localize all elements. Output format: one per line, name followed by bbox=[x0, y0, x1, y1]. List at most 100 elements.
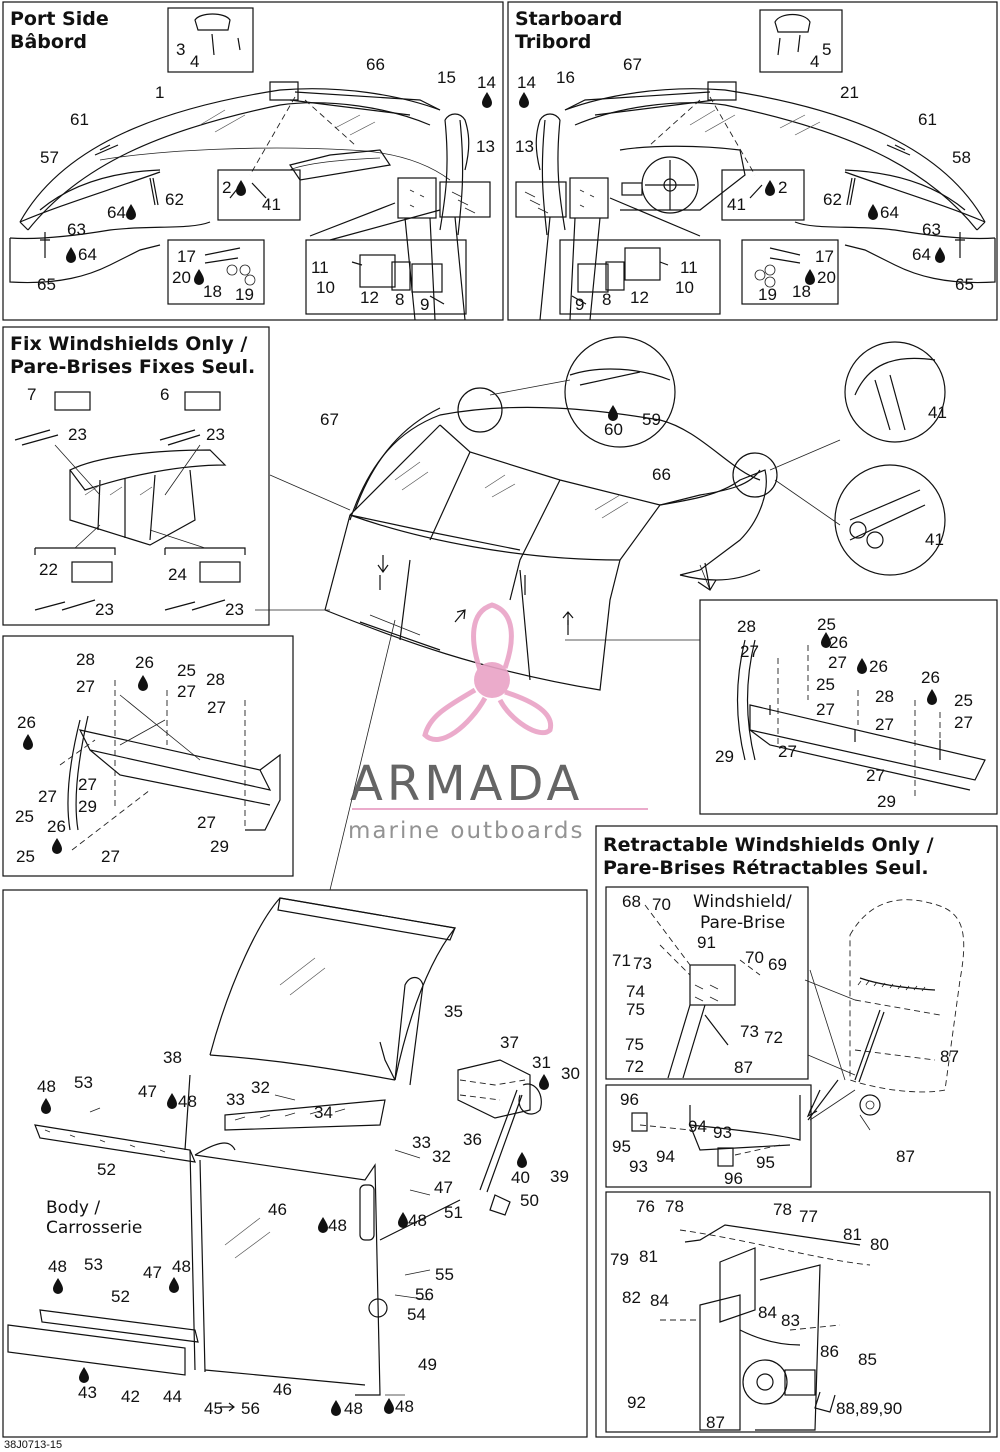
label: 62 bbox=[165, 190, 184, 209]
drop-icon bbox=[539, 1074, 549, 1090]
drop-icon bbox=[66, 247, 76, 263]
label: 58 bbox=[952, 148, 971, 167]
port-title-en: Port Side bbox=[10, 8, 109, 30]
right-bracket-drawing bbox=[736, 639, 986, 800]
windshield-label-en: Windshield/ bbox=[693, 892, 792, 912]
drop-icon bbox=[765, 180, 775, 196]
label: 63 bbox=[67, 220, 86, 239]
starboard-title-fr: Tribord bbox=[515, 31, 591, 53]
label: 72 bbox=[625, 1057, 644, 1076]
retract-title-fr: Pare-Brises Rétractables Seul. bbox=[603, 857, 929, 879]
label: 26 bbox=[17, 713, 36, 732]
label: 17 bbox=[177, 247, 196, 266]
label: 49 bbox=[418, 1355, 437, 1374]
assembly-arrows bbox=[220, 555, 839, 1412]
label: 25 bbox=[954, 691, 973, 710]
label: 18 bbox=[792, 282, 811, 301]
label: 13 bbox=[515, 137, 534, 156]
label: 48 bbox=[48, 1257, 67, 1276]
retract-title-en: Retractable Windshields Only / bbox=[603, 834, 934, 856]
retractable-hardware-drawing bbox=[631, 899, 965, 1431]
label: 26 bbox=[921, 668, 940, 687]
label: 94 bbox=[656, 1147, 675, 1166]
label: 92 bbox=[627, 1393, 646, 1412]
label: 27 bbox=[101, 847, 120, 866]
label: 18 bbox=[203, 282, 222, 301]
label: 2 bbox=[222, 178, 231, 197]
label: 13 bbox=[476, 137, 495, 156]
drop-icon bbox=[857, 658, 867, 674]
label: 28 bbox=[737, 617, 756, 636]
label: 44 bbox=[163, 1387, 182, 1406]
label: 76 bbox=[636, 1197, 655, 1216]
label: 29 bbox=[715, 747, 734, 766]
label: 70 bbox=[745, 948, 764, 967]
label: 22 bbox=[39, 560, 58, 579]
label: 26 bbox=[829, 633, 848, 652]
label: 56 bbox=[241, 1399, 260, 1418]
retractable-panel bbox=[595, 825, 998, 1438]
label: 8 bbox=[395, 290, 404, 309]
label: 28 bbox=[206, 670, 225, 689]
starboard-drawing bbox=[515, 9, 996, 321]
label: 16 bbox=[556, 68, 575, 87]
diagram-code: 38J0713-15 bbox=[4, 1439, 62, 1451]
label: 65 bbox=[37, 275, 56, 294]
label: 33 bbox=[226, 1090, 245, 1109]
label: 25 bbox=[817, 615, 836, 634]
label: 41 bbox=[262, 195, 281, 214]
label: 29 bbox=[210, 837, 229, 856]
label: 73 bbox=[633, 954, 652, 973]
label: 27 bbox=[875, 715, 894, 734]
label: 8 bbox=[602, 290, 611, 309]
label: 81 bbox=[639, 1247, 658, 1266]
label: 41 bbox=[727, 195, 746, 214]
label: 25 bbox=[816, 675, 835, 694]
motor-hardware-box bbox=[605, 1191, 991, 1433]
drop-icon bbox=[935, 247, 945, 263]
windshield-hardware-box bbox=[605, 886, 809, 1080]
label: 50 bbox=[520, 1191, 539, 1210]
label: 87 bbox=[706, 1413, 725, 1432]
label: 48 bbox=[344, 1399, 363, 1418]
label: 27 bbox=[778, 742, 797, 761]
label: 3 bbox=[176, 40, 185, 59]
label: 10 bbox=[316, 278, 335, 297]
label: 53 bbox=[74, 1073, 93, 1092]
retractable-mechanism-drawing bbox=[7, 897, 542, 1396]
label: 27 bbox=[866, 766, 885, 785]
label: 84 bbox=[650, 1291, 669, 1310]
label: 48 bbox=[395, 1397, 414, 1416]
label: 81 bbox=[843, 1225, 862, 1244]
label: 55 bbox=[435, 1265, 454, 1284]
left-bracket-panel bbox=[2, 635, 294, 877]
label: 41 bbox=[928, 403, 947, 422]
label: 29 bbox=[78, 797, 97, 816]
label: 46 bbox=[273, 1380, 292, 1399]
drop-icon bbox=[482, 92, 492, 108]
drop-icon bbox=[79, 1367, 89, 1383]
port-side-panel bbox=[2, 1, 504, 321]
retractable-mechanism-panel bbox=[2, 889, 588, 1438]
label: 5 bbox=[822, 40, 831, 59]
label: 77 bbox=[799, 1207, 818, 1226]
label: 26 bbox=[135, 653, 154, 672]
label: 78 bbox=[773, 1200, 792, 1219]
label: 23 bbox=[95, 600, 114, 619]
label: 64 bbox=[912, 245, 931, 264]
label: 48 bbox=[328, 1216, 347, 1235]
armada-watermark: ARMADA marine outboards bbox=[348, 602, 648, 844]
label: 11 bbox=[680, 258, 698, 277]
drop-icon bbox=[126, 204, 136, 220]
label: 4 bbox=[190, 52, 199, 71]
label: 37 bbox=[500, 1033, 519, 1052]
label: 40 bbox=[511, 1168, 530, 1187]
label: 70 bbox=[652, 895, 671, 914]
label: 67 bbox=[320, 410, 339, 429]
label: 9 bbox=[420, 295, 429, 314]
label: 25 bbox=[177, 661, 196, 680]
label: 87 bbox=[940, 1047, 959, 1066]
label: 41 bbox=[925, 530, 944, 549]
propeller-logo bbox=[422, 602, 554, 742]
label: 27 bbox=[177, 682, 196, 701]
